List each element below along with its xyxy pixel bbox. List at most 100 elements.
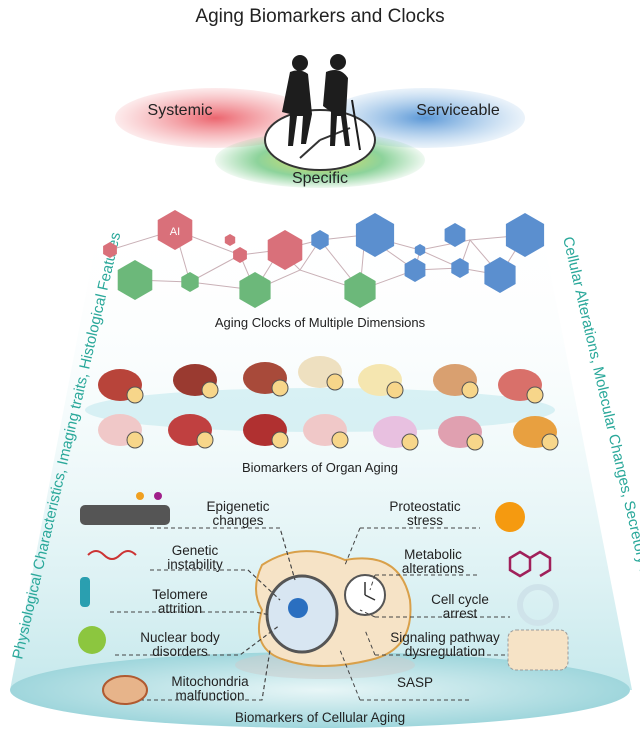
clock-hexagon-icon <box>233 247 247 263</box>
pancreas-icon <box>513 416 559 451</box>
dna-damage-icon <box>87 550 137 560</box>
bone-icon <box>298 356 344 391</box>
clock-icon <box>526 386 544 404</box>
clock-hexagon-icon <box>414 244 426 256</box>
serviceable-label: Serviceable <box>416 102 500 119</box>
hallmark-icons <box>78 492 569 705</box>
intestine-icon <box>498 369 544 404</box>
clock-icon <box>386 381 404 399</box>
clock-hexagon-icon <box>181 272 199 292</box>
hallmark-label: arrest <box>443 606 478 621</box>
blood-icon <box>373 416 419 451</box>
skin-icon <box>433 364 479 399</box>
cell-cycle-icon <box>517 584 559 626</box>
protein-aggregate-icon <box>495 502 525 532</box>
clock-hexagon-icon <box>355 213 395 257</box>
hallmark-label: SASP <box>397 675 433 690</box>
adipose-icon <box>358 364 404 399</box>
lung-icon <box>98 414 144 449</box>
hallmark-label: disorders <box>152 644 208 659</box>
clock-icon <box>461 381 479 399</box>
brain-icon <box>303 414 349 449</box>
hallmark-label: attrition <box>158 601 202 616</box>
clock-icon <box>541 433 559 451</box>
clock-icon <box>126 386 144 404</box>
steroid-molecule-icon <box>508 550 552 578</box>
elderly-couple-icon <box>282 54 361 151</box>
clock-hexagon-icon <box>344 272 376 308</box>
clock-icon <box>201 381 219 399</box>
hallmark-label: Signaling pathway <box>390 630 500 645</box>
hallmark-label: Epigenetic <box>206 499 269 514</box>
clock-icon <box>331 431 349 449</box>
hallmark-right-4: SASP <box>339 649 470 701</box>
aging-clocks-network: AI <box>103 210 545 308</box>
clock-icon <box>271 379 289 397</box>
clock-hexagon-icon <box>267 230 303 270</box>
kidney-icon <box>243 362 289 397</box>
chromosome-icon <box>80 577 90 607</box>
hallmark-label: stress <box>407 513 443 528</box>
clock-hexagon-icon <box>444 223 466 247</box>
clock-hexagon-icon <box>311 230 329 250</box>
hallmark-label: Telomere <box>152 587 208 602</box>
hallmark-label: malfunction <box>175 688 244 703</box>
liver-icon <box>173 364 219 399</box>
systemic-label: Systemic <box>148 102 213 119</box>
hallmark-label: instability <box>167 557 223 572</box>
clock-icon <box>326 373 344 391</box>
vessel-icon <box>168 414 214 449</box>
clocks-tier-label: Aging Clocks of Multiple Dimensions <box>215 315 426 330</box>
clock-icon <box>271 431 289 449</box>
clock-hexagon-icon <box>484 257 516 293</box>
hallmark-labels: EpigeneticchangesGeneticinstabilityTelom… <box>110 499 510 703</box>
serviceable-ellipse <box>325 88 525 148</box>
clock-hexagon-icon <box>117 260 153 300</box>
base-disc <box>10 652 630 728</box>
clock-icon <box>401 433 419 451</box>
clock-icon <box>126 431 144 449</box>
pyramid-cone <box>10 215 632 690</box>
nuclear-body-icon <box>78 626 106 654</box>
clock-icon <box>196 431 214 449</box>
uterus-icon <box>438 416 484 451</box>
clock-hexagon-icon <box>224 234 236 246</box>
organ-icons <box>98 356 559 451</box>
clock-icon <box>466 433 484 451</box>
senescent-cell-icon <box>235 550 415 679</box>
hallmark-label: Mitochondria <box>171 674 249 689</box>
chromatin-icon <box>80 492 170 525</box>
heart-icon <box>243 414 289 449</box>
clock-hexagon-icon <box>157 210 193 250</box>
muscle-icon <box>98 369 144 404</box>
signaling-cell-icon <box>507 629 569 671</box>
clock-hexagon-icon <box>239 272 271 308</box>
clock-hexagon-icon <box>505 213 545 257</box>
clock-hexagon-icon <box>103 242 117 258</box>
clock-hexagon-icon <box>451 258 469 278</box>
hallmark-label: Genetic <box>172 543 219 558</box>
hallmark-label: Metabolic <box>404 547 462 562</box>
hallmark-label: changes <box>212 513 263 528</box>
mitochondria-icon <box>102 675 148 705</box>
main-title: Aging Biomarkers and Clocks <box>195 6 444 27</box>
hallmark-label: dysregulation <box>405 644 485 659</box>
specific-label: Specific <box>292 170 348 187</box>
hallmark-label: Cell cycle <box>431 592 489 607</box>
systemic-ellipse <box>115 88 315 148</box>
ai-hex-label: AI <box>170 226 180 238</box>
cellular-tier-label: Biomarkers of Cellular Aging <box>235 710 405 725</box>
hallmark-label: Proteostatic <box>389 499 461 514</box>
hallmark-label: alterations <box>402 561 465 576</box>
